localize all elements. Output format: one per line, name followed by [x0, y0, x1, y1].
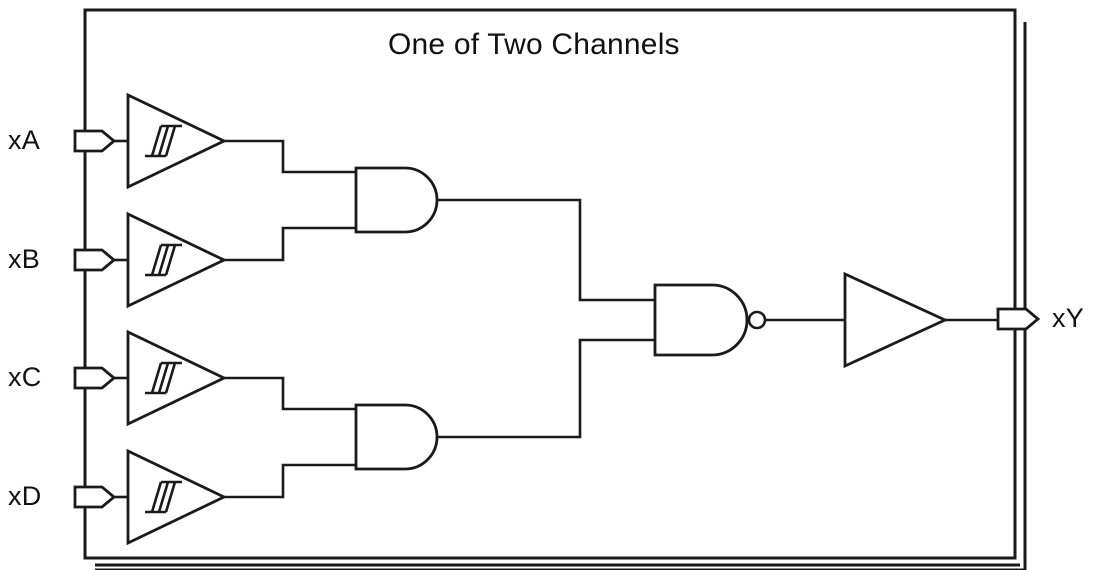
pin-label-xc: xC [8, 362, 42, 392]
pin-label-xb: xB [8, 244, 41, 274]
and-to-nand-wires [437, 198, 655, 439]
pin-label-xa: xA [8, 125, 41, 155]
output-port-pins [996, 307, 1041, 331]
schmitt-buffer-xd[interactable] [126, 448, 228, 546]
output-buffer[interactable] [843, 271, 949, 369]
wire-andab-to-nand-in0 [437, 198, 655, 302]
schmitt-buffer-xb[interactable] [126, 211, 228, 309]
hysteresis-icon [145, 480, 182, 514]
wire-bufxa-to-andab-in0 [224, 139, 356, 174]
inversion-bubble-icon [747, 310, 767, 330]
wire-bufxb-to-andab-in1 [224, 226, 356, 262]
nand-gate-body [653, 283, 749, 357]
buffer-to-and-wires [224, 139, 356, 499]
input-port-xb[interactable] [73, 248, 117, 272]
diagram-title: One of Two Channels [388, 28, 680, 61]
pin-label-xd: xD [8, 481, 42, 511]
buffer-triangle [126, 92, 228, 190]
buffer-triangle [843, 271, 949, 369]
and-gate-body [354, 166, 439, 234]
and-gate-body [354, 403, 439, 471]
wire-bufxd-to-andcd-in1 [224, 463, 356, 499]
buffer-triangle [126, 329, 228, 427]
input-port-xc[interactable] [73, 366, 117, 390]
and-gate-cd[interactable] [354, 403, 439, 471]
output-port-xy[interactable] [996, 307, 1041, 331]
and-gate-ab[interactable] [354, 166, 439, 234]
hysteresis-icon [145, 243, 182, 277]
buffer-triangle [126, 448, 228, 546]
input-port-xa[interactable] [73, 129, 117, 153]
pin-label-xy: xY [1052, 303, 1085, 333]
hysteresis-icon [145, 361, 182, 395]
schmitt-buffer-xc[interactable] [126, 329, 228, 427]
input-wires [114, 139, 128, 499]
wire-andcd-to-nand-in1 [437, 338, 655, 439]
package-outer-rect [83, 8, 1017, 560]
package-boundary [83, 8, 1027, 570]
wire-bufxc-to-andcd-in0 [224, 376, 356, 411]
input-port-xd[interactable] [73, 485, 117, 509]
input-port-pins [73, 129, 117, 509]
buffer-triangle [126, 211, 228, 309]
hysteresis-icon [145, 124, 182, 158]
schmitt-buffer-xa[interactable] [126, 92, 228, 190]
nand-gate-out[interactable] [653, 283, 767, 357]
package-inner-rect [95, 22, 1027, 570]
